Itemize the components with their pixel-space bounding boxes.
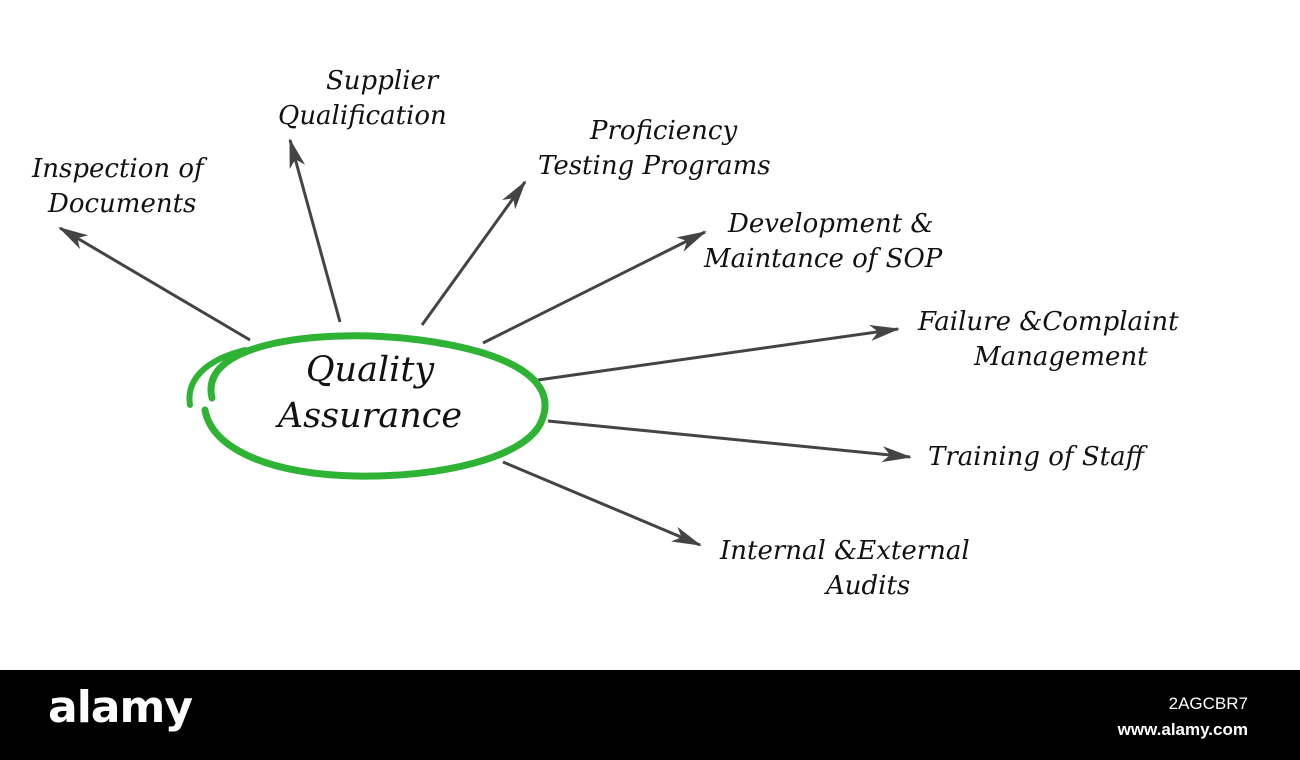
arrows [58, 138, 912, 547]
center-node-label: Quality Assurance [215, 347, 525, 439]
node-failure-complaint-management: Failure &Complaint Management [918, 305, 1179, 375]
node-label-line: Testing Programs [538, 151, 771, 181]
node-supplier-qualification: Supplier Qualification [278, 64, 447, 134]
center-label-line: Assurance [277, 396, 463, 436]
arrow-to-sop [482, 230, 707, 345]
node-label-line: Supplier [326, 66, 439, 96]
arrow-to-proficiency [420, 180, 527, 326]
node-label-line: Audits [826, 571, 911, 601]
node-label-line: Internal &External [720, 536, 970, 566]
watermark-footer-bar: alamy 2AGCBR7 www.alamy.com [0, 670, 1300, 760]
node-label-line: Failure &Complaint [918, 307, 1179, 337]
node-label-line: Documents [48, 189, 197, 219]
mind-map-diagram: Quality Assurance Inspection of Document… [32, 64, 1179, 604]
node-label-line: Maintance of SOP [704, 244, 943, 274]
arrow-to-training [547, 419, 912, 463]
arrow-to-inspection [58, 226, 251, 342]
node-development-maintance-sop: Development & Maintance of SOP [704, 207, 942, 277]
node-inspection-of-documents: Inspection of Documents [32, 152, 204, 222]
arrow-to-supplier [288, 138, 342, 323]
node-internal-external-audits: Internal &External Audits [720, 534, 970, 604]
site-url: www.alamy.com [1117, 720, 1248, 739]
node-label-line: Inspection of [32, 154, 204, 184]
diagram-graphics [58, 138, 912, 547]
node-proficiency-testing-programs: Proficiency Testing Programs [538, 114, 771, 184]
node-label-line: Management [974, 342, 1148, 372]
node-label-line: Development & [728, 209, 934, 239]
node-training-of-staff: Training of Staff [928, 440, 1144, 475]
center-label-line: Quality [305, 350, 435, 390]
node-label-line: Qualification [278, 101, 447, 131]
alamy-logo: alamy [48, 682, 193, 733]
node-label-line: Training of Staff [928, 442, 1145, 472]
node-label-line: Proficiency [590, 116, 738, 146]
green-ring [186, 332, 549, 480]
image-id: 2AGCBR7 [1168, 694, 1248, 713]
arrow-to-audits [502, 460, 702, 547]
arrow-to-failure [537, 325, 900, 382]
